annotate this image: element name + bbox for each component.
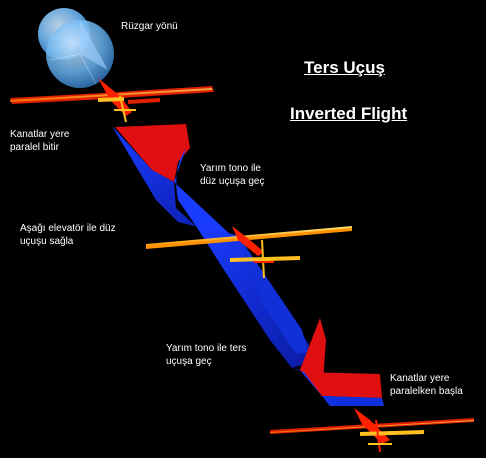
down-elevator-label: Aşağı elevatör ile düz uçuşu sağla xyxy=(20,222,116,248)
ribbon-blue-curve xyxy=(174,148,232,236)
half-roll-inverted-line-1: Yarım tono ile ters xyxy=(166,343,247,354)
ribbon-middle-edge xyxy=(240,238,308,354)
title-turkish: Ters Uçuş xyxy=(304,58,385,77)
half-roll-inverted-label: Yarım tono ile ters uçuşa geç xyxy=(166,342,246,368)
half-roll-upright-line-2: düz uçuşa geç xyxy=(200,176,265,187)
step-start-line-1: Kanatlar yere xyxy=(390,373,450,384)
ribbon-bottom-strip xyxy=(322,396,384,406)
step-finish-label: Kanatlar yere paralel bitir xyxy=(10,128,69,154)
ribbon-lower-red-2 xyxy=(304,372,382,398)
step-start-label: Kanatlar yere paralelken başla xyxy=(390,372,463,398)
ribbon-upper-blue xyxy=(112,126,236,236)
ribbon-upper-red xyxy=(115,124,190,182)
step-finish-line-1: Kanatlar yere xyxy=(10,129,70,140)
title-english: Inverted Flight xyxy=(290,104,408,123)
sphere-icon xyxy=(38,8,114,88)
half-roll-upright-label: Yarım tono ile düz uçuşa geç xyxy=(200,162,265,188)
airplane-bottom-icon xyxy=(270,408,474,453)
half-roll-upright-line-1: Yarım tono ile xyxy=(200,163,261,174)
down-elevator-line-1: Aşağı elevatör ile düz xyxy=(20,223,116,234)
half-roll-inverted-line-2: uçuşa geç xyxy=(166,356,212,367)
wind-direction-label: Rüzgar yönü xyxy=(121,21,178,32)
down-elevator-line-2: uçuşu sağla xyxy=(20,236,74,247)
step-finish-line-2: paralel bitir xyxy=(10,142,59,153)
step-start-line-2: paralelken başla xyxy=(390,386,463,397)
airplane-middle-icon xyxy=(146,226,352,279)
airplane-top-icon xyxy=(10,78,214,123)
